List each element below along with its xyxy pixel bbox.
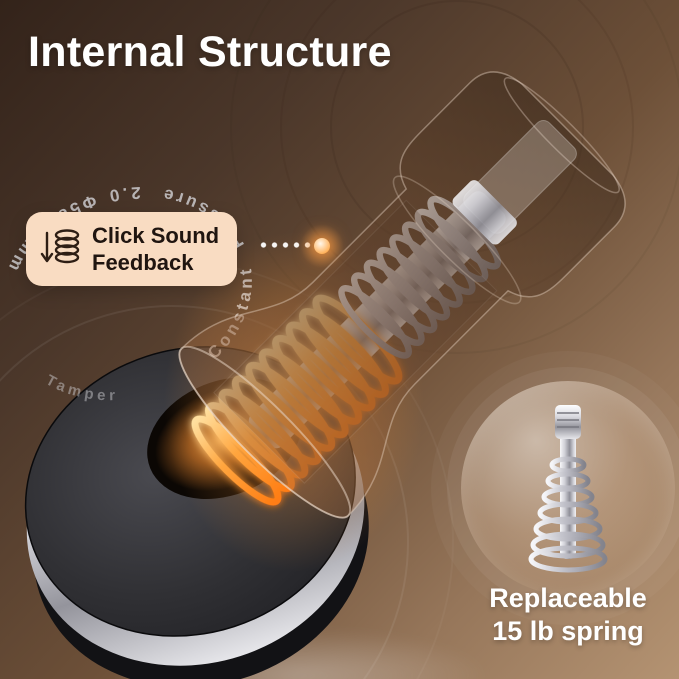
inset-caption-line1: Replaceable (489, 583, 647, 613)
replacement-spring-icon (528, 405, 608, 573)
callout-line2: Feedback (92, 250, 194, 275)
click-sound-callout: Click Sound Feedback (26, 212, 238, 286)
spring-click-icon (40, 229, 80, 264)
callout-connector-line (258, 242, 314, 248)
inset-caption-line2: 15 lb spring (492, 616, 644, 646)
inset-spring-circle (461, 381, 675, 595)
tamper-internals (178, 71, 626, 519)
page-title: Internal Structure (28, 28, 392, 76)
inset-caption: Replaceable 15 lb spring (448, 582, 679, 648)
piston-collar (452, 180, 517, 245)
callout-line1: Click Sound (92, 223, 220, 248)
callout-text: Click Sound Feedback (92, 222, 219, 276)
glow-indicator-dot (314, 238, 330, 254)
skirt-rim (178, 345, 352, 519)
knob-top-rim (503, 77, 620, 194)
knob-base-rim (392, 175, 522, 305)
